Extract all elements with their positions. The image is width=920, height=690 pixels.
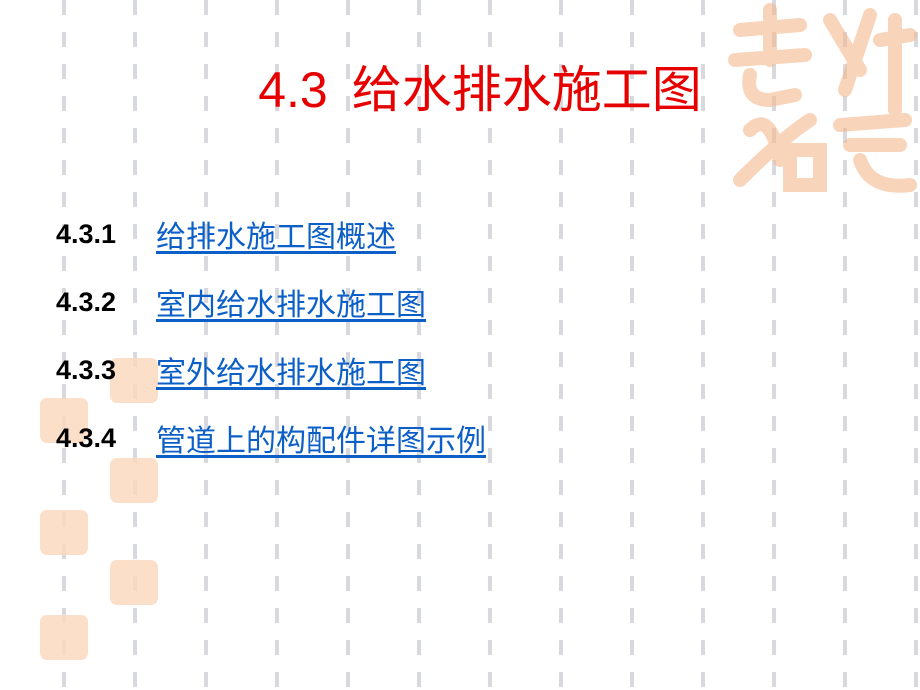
seal-stamp-icon bbox=[110, 358, 158, 403]
slide-title: 4.3 给水排水施工图 bbox=[0, 50, 920, 122]
seal-stamp-icon bbox=[110, 560, 158, 605]
seal-stamp-icon bbox=[40, 398, 88, 443]
toc-item: 4.3.1 给排水施工图概述 bbox=[56, 200, 486, 268]
toc-item: 4.3.3 室外给水排水施工图 bbox=[56, 336, 486, 404]
toc-link[interactable]: 室内给水排水施工图 bbox=[156, 289, 426, 322]
toc-number: 4.3.4 bbox=[56, 422, 117, 453]
toc-number: 4.3.2 bbox=[56, 286, 117, 317]
title-number: 4.3 bbox=[258, 62, 328, 118]
toc-link[interactable]: 室外给水排水施工图 bbox=[156, 357, 426, 390]
toc-item: 4.3.4 管道上的构配件详图示例 bbox=[56, 404, 486, 472]
table-of-contents: 4.3.1 给排水施工图概述 4.3.2 室内给水排水施工图 4.3.3 室外给… bbox=[56, 200, 486, 472]
seal-stamp-icon bbox=[40, 510, 88, 555]
toc-link[interactable]: 管道上的构配件详图示例 bbox=[156, 425, 486, 458]
toc-number: 4.3.3 bbox=[56, 354, 117, 385]
seal-stamp-icon bbox=[110, 458, 158, 503]
toc-link[interactable]: 给排水施工图概述 bbox=[156, 221, 396, 254]
title-text: 给水排水施工图 bbox=[351, 62, 702, 118]
calligraphy-watermark-logo bbox=[728, 3, 917, 193]
toc-item: 4.3.2 室内给水排水施工图 bbox=[56, 268, 486, 336]
toc-number: 4.3.1 bbox=[56, 218, 117, 249]
seal-stamp-icon bbox=[40, 615, 88, 660]
